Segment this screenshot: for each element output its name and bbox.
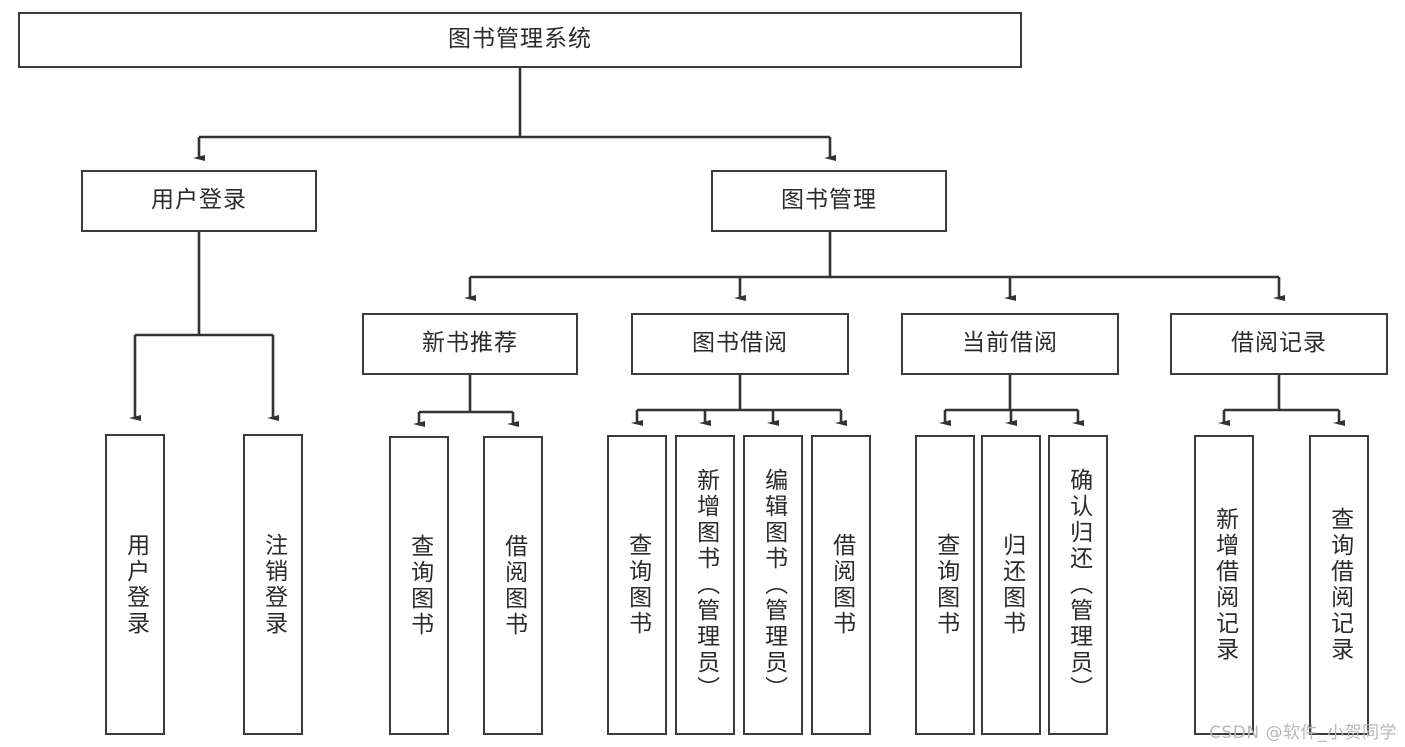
node-label: 借阅图书 bbox=[828, 533, 855, 637]
node-label: 图书管理系统 bbox=[448, 26, 592, 53]
node-label: 图书管理 bbox=[781, 187, 877, 214]
node-label: 借阅图书 bbox=[500, 533, 527, 638]
leaf-book-borrow-borrow-book[interactable]: 借阅图书 bbox=[811, 435, 871, 735]
watermark: CSDN @软件_小贺同学 bbox=[1209, 723, 1397, 743]
leaf-borrow-record-query-record[interactable]: 查询借阅记录 bbox=[1309, 435, 1369, 735]
node-label: 用户登录 bbox=[122, 532, 149, 637]
node-label: 注销登录 bbox=[260, 532, 287, 637]
node-label: 新书推荐 bbox=[422, 330, 518, 357]
node-borrow-record[interactable]: 借阅记录 bbox=[1170, 313, 1388, 375]
node-label: 归还图书 bbox=[998, 533, 1025, 637]
node-label: 查询图书 bbox=[932, 533, 959, 637]
node-book-borrow[interactable]: 图书借阅 bbox=[631, 313, 849, 375]
node-label: 新增图书（管理员） bbox=[692, 468, 719, 702]
leaf-user-login-signin[interactable]: 用户登录 bbox=[105, 434, 165, 735]
node-label: 确认归还（管理员） bbox=[1065, 468, 1092, 702]
node-label: 用户登录 bbox=[151, 187, 247, 214]
leaf-book-borrow-edit-book-admin[interactable]: 编辑图书（管理员） bbox=[743, 435, 803, 735]
node-root-book-management-system[interactable]: 图书管理系统 bbox=[18, 12, 1022, 68]
node-current-borrow[interactable]: 当前借阅 bbox=[901, 313, 1119, 375]
node-user-login[interactable]: 用户登录 bbox=[81, 170, 317, 232]
node-new-book-recommend[interactable]: 新书推荐 bbox=[362, 313, 578, 375]
node-book-management[interactable]: 图书管理 bbox=[711, 170, 947, 232]
leaf-borrow-record-add-record[interactable]: 新增借阅记录 bbox=[1194, 435, 1254, 735]
leaf-book-borrow-query-book[interactable]: 查询图书 bbox=[607, 435, 667, 735]
leaf-current-borrow-return-book[interactable]: 归还图书 bbox=[981, 435, 1041, 735]
node-label: 图书借阅 bbox=[692, 330, 788, 357]
node-label: 新增借阅记录 bbox=[1211, 507, 1238, 663]
leaf-current-borrow-confirm-return-admin[interactable]: 确认归还（管理员） bbox=[1048, 435, 1108, 735]
leaf-book-borrow-add-book-admin[interactable]: 新增图书（管理员） bbox=[675, 435, 735, 735]
node-label: 查询图书 bbox=[406, 533, 433, 638]
leaf-new-book-query-book[interactable]: 查询图书 bbox=[389, 436, 449, 735]
node-label: 查询借阅记录 bbox=[1326, 507, 1353, 663]
node-label: 编辑图书（管理员） bbox=[760, 468, 787, 702]
node-label: 查询图书 bbox=[624, 533, 651, 637]
leaf-current-borrow-query-book[interactable]: 查询图书 bbox=[915, 435, 975, 735]
leaf-user-login-signout[interactable]: 注销登录 bbox=[243, 434, 303, 735]
leaf-new-book-borrow-book[interactable]: 借阅图书 bbox=[483, 436, 543, 735]
node-label: 当前借阅 bbox=[962, 330, 1058, 357]
node-label: 借阅记录 bbox=[1231, 330, 1327, 357]
